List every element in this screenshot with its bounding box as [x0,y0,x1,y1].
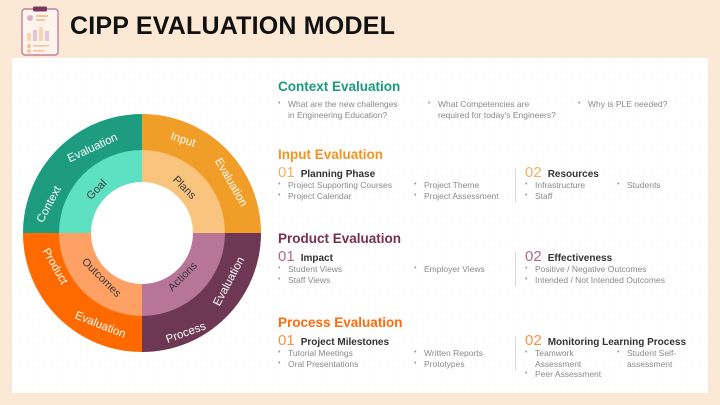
context-title: Context Evaluation [278,79,401,94]
list-item: Intended / Not Intended Outcomes [525,275,665,286]
list-item: Tutorial Meetings [278,348,414,359]
list-item: Project Calendar [278,191,414,202]
product-section: Product Evaluation 01 Impact Student Vie… [278,231,665,286]
step-label: Monitoring Learning Process [547,337,687,348]
bullet-list: Employer Views [414,264,485,285]
list-item: Staff [525,191,617,202]
step-label: Project Milestones [300,337,390,348]
step-label: Effectiveness [547,253,613,264]
step-label: Impact [300,253,333,264]
bullet-list: Infrastructure Staff [525,180,617,201]
list-item: Students [617,180,661,191]
step-number: 02 [525,164,542,181]
bullet-list: Project Theme Project Assessment [414,180,499,201]
list-item: Oral Presentations [278,359,414,370]
step-label: Planning Phase [300,169,376,180]
effectiveness-block: 02 Effectiveness Positive / Negative Out… [515,248,665,286]
step-number: 01 [278,164,295,181]
process-section: Process Evaluation 01 Project Milestones… [278,315,686,380]
list-item: Prototypes [414,359,483,370]
bullet-list: Student Views Staff Views [278,264,414,285]
product-title: Product Evaluation [278,231,402,246]
bullet-list: Written Reports Prototypes [414,348,483,369]
planning-phase-block: 01 Planning Phase Project Supporting Cou… [278,164,515,201]
context-bullets-3: Why is PLE needed? [578,99,698,120]
monitoring-learning-block: 02 Monitoring Learning Process Teamwork … [515,332,686,380]
process-title: Process Evaluation [278,315,403,330]
list-item: Peer Assessment [525,369,617,380]
list-item: Employer Views [414,264,485,275]
list-item: Why is PLE needed? [578,99,698,110]
project-milestones-block: 01 Project Milestones Tutorial Meetings … [278,332,515,380]
impact-block: 01 Impact Student Views Staff Views Empl… [278,248,515,285]
content-card: Context Evaluation Input Evaluation Eval… [12,58,708,393]
bullet-list: Students [617,180,661,201]
page-title: CIPP EVALUATION MODEL [70,12,396,40]
list-item: Student Views [278,264,414,275]
resources-block: 02 Resources Infrastructure Staff Studen… [515,164,661,202]
bullet-list: Project Supporting Courses Project Calen… [278,180,414,201]
list-item: Infrastructure [525,180,617,191]
step-number: 01 [278,248,295,265]
bullet-list: Positive / Negative Outcomes Intended / … [525,264,665,285]
list-item: Project Supporting Courses [278,180,414,191]
list-item: Teamwork Assessment [525,348,587,369]
bullet-list: Student Self-assessment [617,348,679,380]
step-number: 02 [525,248,542,265]
clipboard-report-icon [21,6,59,56]
list-item: Written Reports [414,348,483,359]
bullet-list: Teamwork Assessment Peer Assessment [525,348,617,380]
list-item: Student Self-assessment [617,348,679,369]
list-item: Positive / Negative Outcomes [525,264,665,275]
list-item: Staff Views [278,275,414,286]
input-title: Input Evaluation [278,147,384,162]
context-section: Context Evaluation What are the new chal… [278,79,698,120]
bullet-list: Tutorial Meetings Oral Presentations [278,348,414,369]
header: CIPP EVALUATION MODEL [0,0,720,58]
step-number: 02 [525,332,542,349]
list-item: Project Theme [414,180,499,191]
input-section: Input Evaluation 01 Planning Phase Proje… [278,147,661,202]
step-label: Resources [547,169,599,180]
cipp-wheel: Context Evaluation Input Evaluation Eval… [22,113,262,353]
step-number: 01 [278,332,295,349]
list-item: Project Assessment [414,191,499,202]
